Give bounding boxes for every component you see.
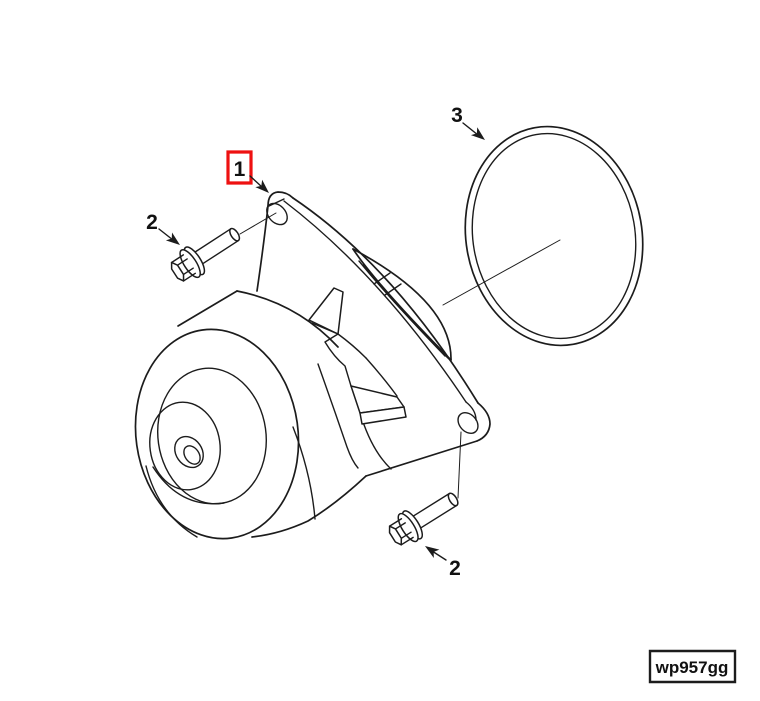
callout-2-upper: 2: [146, 211, 180, 245]
o-ring-inner: [456, 120, 651, 351]
hub-depth-arc: [153, 467, 224, 504]
bolt-upper-flange-front: [176, 247, 203, 280]
callout-3-label: 3: [451, 104, 463, 127]
plate-right-corner: [477, 403, 490, 441]
callout-2-lower-label: 2: [449, 557, 461, 580]
callout-1: 1: [228, 152, 269, 193]
plate-corner-chamfer: [269, 199, 284, 206]
pulley-rim-inner-arc: [146, 466, 197, 537]
rib-band-left: [325, 334, 351, 386]
port-edge-left: [353, 249, 451, 360]
bolt-lower: [384, 484, 465, 551]
shaft-hole-outer: [169, 431, 209, 473]
o-ring: [448, 112, 660, 359]
callout-1-arrow-line: [250, 176, 262, 187]
pulley-groove-face: [149, 361, 275, 511]
bolt-upper-hex-face: [169, 261, 187, 283]
figure-code-text: wp957gg: [655, 658, 729, 677]
foot-curve: [362, 419, 391, 469]
assembly-leader-lines: [240, 213, 560, 498]
mounting-foot-pad: [360, 407, 406, 424]
bolt-lower-hex-face: [387, 524, 405, 546]
bolt-lower-shaft: [413, 494, 457, 529]
pulley-hub: [144, 398, 226, 495]
body-bottom-edge: [252, 476, 366, 537]
port-edge-right: [353, 249, 451, 360]
callout-2-lower-arrowhead-icon: [425, 546, 440, 558]
volute-right-edge: [366, 358, 397, 396]
callout-3: 3: [451, 104, 485, 140]
plate-top-corner: [268, 192, 293, 206]
figure-code-border: [650, 651, 735, 682]
pump-port-opening: [353, 249, 451, 360]
bolt-lower-flange-front: [395, 511, 422, 544]
figure-code-box: wp957gg: [650, 651, 735, 682]
callout-1-highlight-box: [228, 152, 251, 183]
plate-bottom-edge: [366, 441, 477, 476]
bolt-upper-hex-edges: [172, 254, 197, 281]
mounting-plate: [257, 192, 490, 476]
bolt-upper: [166, 219, 246, 287]
callout-1-label: 1: [234, 158, 246, 181]
plate-hole-upper: [263, 199, 292, 228]
callout-3-arrowhead-icon: [470, 127, 485, 140]
port-step-tick-1: [374, 273, 390, 284]
plate-top-edge-outer: [293, 198, 478, 403]
pulley-top-silhouette: [178, 291, 237, 326]
rib-band-right: [338, 334, 366, 358]
body-back-rim-arc: [237, 291, 338, 347]
port-step-tick-2: [385, 284, 401, 295]
callout-1-arrowhead-icon: [255, 179, 269, 193]
support-rib-upper: [309, 288, 343, 334]
callout-2-lower: 2: [425, 546, 461, 580]
volute-side-edge: [318, 364, 358, 468]
pulley: [122, 291, 312, 549]
callout-2-lower-arrow-line: [432, 551, 446, 560]
leader-port-to-o-ring: [443, 240, 560, 305]
support-rib-inner-line: [312, 323, 338, 334]
leader-bolt-upper-to-hole: [240, 213, 276, 234]
pump-body: [237, 288, 406, 537]
shaft-hole-inner: [181, 443, 204, 467]
plate-top-edge-inner: [284, 201, 466, 402]
bolt-upper-shaft: [195, 229, 239, 264]
leader-bolt-lower-to-hole: [458, 432, 461, 498]
bolt-lower-hex-edges: [390, 518, 414, 545]
pulley-outer-face: [122, 319, 312, 550]
plate-hole-lower: [454, 409, 482, 437]
callout-2-upper-arrow-line: [159, 229, 173, 240]
callout-2-upper-arrowhead-icon: [165, 232, 180, 245]
callout-2-upper-label: 2: [146, 211, 158, 234]
port-bore-line-3: [367, 269, 450, 360]
body-side-arc: [293, 427, 315, 519]
callout-3-arrow-line: [463, 123, 478, 135]
o-ring-outer: [448, 112, 660, 359]
